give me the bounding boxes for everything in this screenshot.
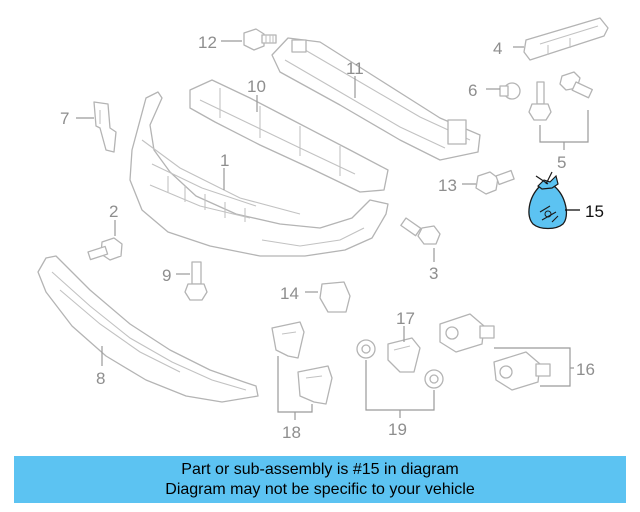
callout-16: 16 bbox=[576, 360, 595, 379]
callout-12: 12 bbox=[198, 33, 217, 52]
callout-14: 14 bbox=[280, 284, 299, 303]
part-10-absorber bbox=[189, 79, 389, 193]
callout-1: 1 bbox=[220, 151, 229, 170]
callout-10: 10 bbox=[247, 77, 266, 96]
callout-3: 3 bbox=[429, 264, 438, 283]
part-7-bracket bbox=[93, 101, 117, 153]
part-3-bolt bbox=[400, 217, 441, 245]
part-12-bolt bbox=[243, 28, 277, 51]
part-1-bumper-cover bbox=[129, 91, 389, 257]
part-18-brackets bbox=[271, 321, 333, 405]
callout-4: 4 bbox=[493, 39, 502, 58]
part-14-cap bbox=[319, 281, 351, 313]
part-19-grommets bbox=[356, 339, 444, 389]
banner-line-1: Part or sub-assembly is #15 in diagram bbox=[181, 461, 459, 478]
part-2-bolt bbox=[87, 237, 123, 261]
part-11-beam bbox=[271, 37, 481, 161]
part-9-bolt bbox=[184, 261, 208, 301]
part-13-bolt bbox=[475, 169, 515, 195]
callout-9: 9 bbox=[162, 266, 171, 285]
part-8-lower-grille bbox=[37, 255, 259, 403]
callout-13: 13 bbox=[438, 176, 457, 195]
part-4-bracket bbox=[523, 17, 609, 61]
part-5-bolts bbox=[528, 71, 593, 121]
callout-2: 2 bbox=[109, 202, 118, 221]
callout-15: 15 bbox=[585, 202, 604, 221]
info-banner: Part or sub-assembly is #15 in diagram D… bbox=[14, 456, 626, 503]
part-15-hardware-bag bbox=[528, 171, 568, 230]
callout-6: 6 bbox=[468, 81, 477, 100]
callout-11: 11 bbox=[346, 59, 364, 78]
part-6-clip bbox=[499, 82, 521, 100]
callout-7: 7 bbox=[60, 109, 69, 128]
callout-18: 18 bbox=[282, 423, 301, 442]
callout-17: 17 bbox=[396, 309, 415, 328]
parts-diagram: 12 11 10 4 6 5 7 bbox=[37, 17, 609, 442]
callout-19: 19 bbox=[388, 420, 407, 439]
callout-8: 8 bbox=[96, 369, 105, 388]
part-16-sensors bbox=[439, 313, 551, 391]
callout-5: 5 bbox=[557, 153, 566, 172]
banner-line-2: Diagram may not be specific to your vehi… bbox=[165, 481, 475, 498]
part-17-bracket bbox=[387, 337, 421, 373]
